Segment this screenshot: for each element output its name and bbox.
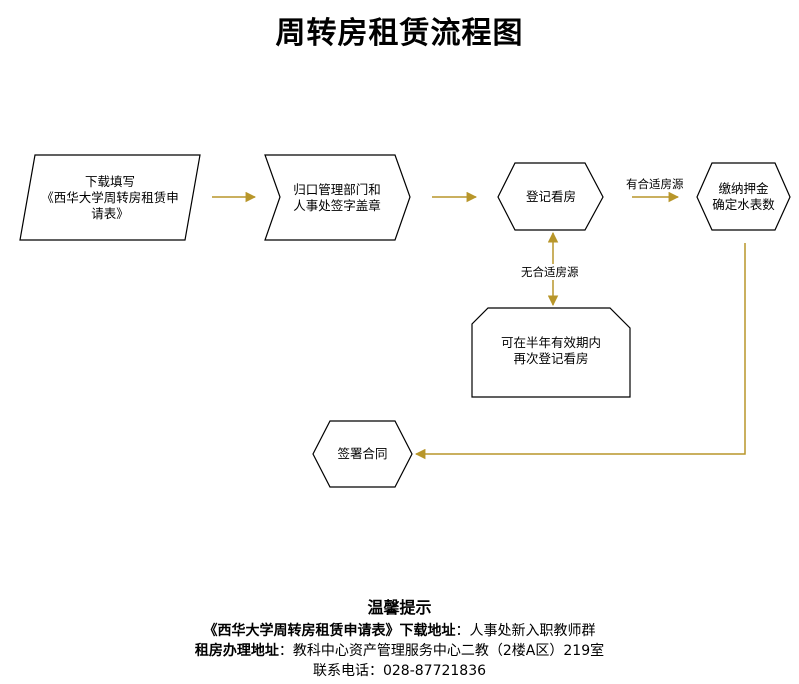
- download-address-value: ：人事处新入职教师群: [455, 623, 596, 639]
- office-address-value: ：教科中心资产管理服务中心二教（2楼A区）219室: [278, 643, 605, 659]
- form-name: 《西华大学周转房租赁申请表》: [203, 623, 400, 639]
- tips-title: 温馨提示: [367, 598, 432, 617]
- sign-step-text: 签署合同: [315, 421, 410, 487]
- sign-step-line1: 签署合同: [337, 446, 388, 461]
- register-step-line1: 登记看房: [525, 188, 576, 204]
- tips-phone-line: 联系电话：028-87721836: [312, 663, 487, 679]
- pay-step-line1: 缴纳押金: [718, 180, 769, 196]
- download-address-label: 下载地址: [399, 623, 456, 639]
- retry-card-line2: 再次登记看房: [513, 351, 589, 366]
- tips-download-line: 《西华大学周转房租赁申请表》下载地址：人事处新入职教师群: [0, 620, 799, 640]
- page-title: 周转房租赁流程图: [275, 16, 524, 51]
- sign-step-shape: [312, 420, 413, 488]
- register-step-text: 登记看房: [500, 163, 602, 230]
- edge-label-has-room: 有合适房源: [626, 177, 684, 191]
- download-form-line1: 下载填写: [84, 173, 135, 189]
- pay-step-line2: 确定水表数: [712, 196, 775, 212]
- retry-card-shape: [471, 307, 631, 398]
- approve-step-text: 归口管理部门和 人事处签字盖章: [278, 155, 396, 240]
- edge-label-no-room: 无合适房源: [521, 264, 579, 280]
- pay-step-shape: [696, 162, 791, 231]
- arrow-pay-to-sign: [414, 243, 746, 460]
- download-form-shape: [19, 154, 201, 241]
- approve-step-line2: 人事处签字盖章: [293, 197, 381, 213]
- register-step-shape: [497, 162, 604, 231]
- download-form-line3: 请表》: [91, 205, 129, 221]
- approve-step-shape: [264, 154, 411, 241]
- download-form-text: 下载填写 《西华大学周转房租赁申 请表》: [22, 155, 198, 240]
- approve-step-line1: 归口管理部门和: [293, 181, 381, 197]
- retry-card-text: 可在半年有效期内 再次登记看房: [472, 320, 630, 382]
- download-form-line2: 《西华大学周转房租赁申: [41, 189, 179, 205]
- tips-office-line: 租房办理地址：教科中心资产管理服务中心二教（2楼A区）219室: [0, 640, 799, 660]
- retry-card-line1: 可在半年有效期内: [500, 335, 601, 350]
- pay-step-text: 缴纳押金 确定水表数: [699, 163, 788, 230]
- office-address-label: 租房办理地址: [194, 643, 279, 659]
